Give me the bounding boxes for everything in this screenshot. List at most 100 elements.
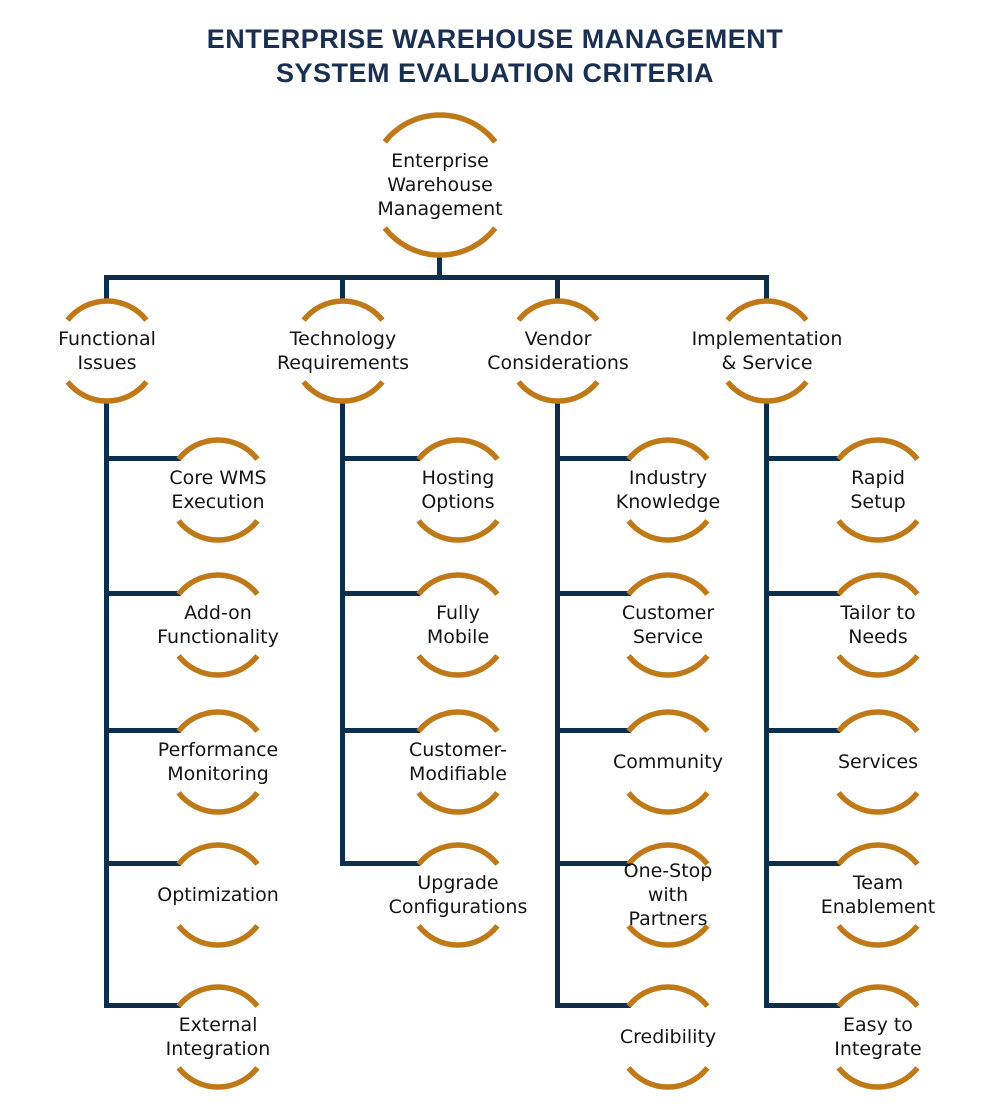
node-label: Optimization <box>157 884 279 906</box>
node-optimization: Optimization <box>157 840 279 950</box>
node-one-stop-with-partners: One-Stop with Partners <box>613 840 723 950</box>
circle-arc-icon <box>516 298 600 404</box>
circle-arc-icon <box>416 709 500 815</box>
node-implementation-service: Implementation & Service <box>692 296 842 406</box>
node-customer-modifiable: Customer- Modifiable <box>403 707 513 817</box>
connector-stub <box>104 591 181 596</box>
node-add-on-functionality: Add-on Functionality <box>157 570 279 680</box>
node-external-integration: External Integration <box>163 982 273 1092</box>
circle-arc-icon <box>176 572 260 678</box>
connector-stub <box>104 1003 181 1008</box>
node-technology-requirements: Technology Requirements <box>277 296 409 406</box>
connector-drop-vendor-considerations <box>555 278 560 303</box>
connector-stub <box>340 728 420 733</box>
connector-bus <box>104 275 769 280</box>
node-enterprise-warehouse-management: Enterprise Warehouse Management <box>365 110 515 260</box>
node-label: Hosting Options <box>421 467 495 513</box>
node-label: Enterprise Warehouse Management <box>377 150 503 220</box>
node-label: Rapid Setup <box>850 467 906 513</box>
circle-arc-icon <box>626 984 710 1090</box>
circle-arc-icon <box>725 298 809 404</box>
connector-stub <box>764 1003 840 1008</box>
circle-arc-icon <box>626 437 710 543</box>
connector-stub <box>104 861 181 866</box>
node-credibility: Credibility <box>613 982 723 1092</box>
node-core-wms-execution: Core WMS Execution <box>163 435 273 545</box>
node-label: Functional Issues <box>58 328 156 374</box>
node-performance-monitoring: Performance Monitoring <box>158 707 278 817</box>
connector-stub <box>104 728 181 733</box>
circle-arc-icon <box>626 572 710 678</box>
circle-arc-icon <box>176 437 260 543</box>
connector-stub <box>555 861 631 866</box>
connector-stub <box>764 728 840 733</box>
connector-stub <box>340 591 420 596</box>
node-label: Services <box>837 751 919 773</box>
node-easy-to-integrate: Easy to Integrate <box>823 982 933 1092</box>
circle-arc-icon <box>836 709 920 815</box>
node-label: Fully Mobile <box>426 602 490 648</box>
node-vendor-considerations: Vendor Considerations <box>487 296 629 406</box>
node-label: Upgrade Configurations <box>388 872 528 918</box>
node-upgrade-configurations: Upgrade Configurations <box>389 840 527 950</box>
circle-arc-icon <box>176 842 260 948</box>
connector-stub <box>340 456 420 461</box>
circle-arc-icon <box>836 984 920 1090</box>
connector-trunk-vendor-considerations <box>555 399 560 1008</box>
node-label: Implementation & Service <box>691 328 843 374</box>
circle-arc-icon <box>416 842 500 948</box>
node-label: Credibility <box>619 1026 717 1048</box>
node-rapid-setup: Rapid Setup <box>823 435 933 545</box>
node-label: Technology Requirements <box>276 328 410 374</box>
circle-arc-icon <box>176 709 260 815</box>
node-industry-knowledge: Industry Knowledge <box>613 435 723 545</box>
connector-stub <box>104 456 181 461</box>
connector-trunk-functional-issues <box>104 399 109 1008</box>
circle-arc-icon <box>626 709 710 815</box>
connector-trunk-technology-requirements <box>340 399 345 866</box>
connector-stub <box>764 861 840 866</box>
connector-drop-technology-requirements <box>340 278 345 303</box>
node-label: Performance Monitoring <box>157 739 279 785</box>
node-functional-issues: Functional Issues <box>52 296 162 406</box>
circle-arc-icon <box>626 842 710 948</box>
node-label: Easy to Integrate <box>834 1014 922 1060</box>
node-fully-mobile: Fully Mobile <box>403 570 513 680</box>
circle-arc-icon <box>836 437 920 543</box>
node-team-enablement: Team Enablement <box>821 840 935 950</box>
node-services: Services <box>823 707 933 817</box>
node-hosting-options: Hosting Options <box>403 435 513 545</box>
node-label: Customer Service <box>621 602 715 648</box>
connector-stub <box>555 591 631 596</box>
circle-arc-icon <box>836 842 920 948</box>
circle-arc-icon <box>176 984 260 1090</box>
node-label: Core WMS Execution <box>169 467 267 513</box>
node-community: Community <box>613 707 723 817</box>
circle-arc-icon <box>416 437 500 543</box>
node-label: Add-on Functionality <box>157 602 279 648</box>
connector-root-drop <box>437 253 442 277</box>
circle-arc-icon <box>416 572 500 678</box>
circle-arc-icon <box>382 112 498 258</box>
connector-trunk-implementation-service <box>764 399 769 1008</box>
page-title: ENTERPRISE WAREHOUSE MANAGEMENT SYSTEM E… <box>206 24 784 88</box>
node-label: Customer- Modifiable <box>409 739 507 785</box>
connector-stub <box>340 861 420 866</box>
node-label: One-Stop with Partners <box>623 860 713 930</box>
connector-stub <box>764 591 840 596</box>
node-customer-service: Customer Service <box>613 570 723 680</box>
circle-arc-icon <box>301 298 385 404</box>
node-label: External Integration <box>165 1014 271 1060</box>
connector-drop-implementation-service <box>764 278 769 303</box>
circle-arc-icon <box>836 572 920 678</box>
node-tailor-to-needs: Tailor to Needs <box>823 570 933 680</box>
connector-drop-functional-issues <box>104 278 109 303</box>
node-label: Vendor Considerations <box>487 328 629 374</box>
node-label: Community <box>613 751 723 773</box>
node-label: Tailor to Needs <box>840 602 916 648</box>
connector-stub <box>555 728 631 733</box>
connector-stub <box>555 456 631 461</box>
circle-arc-icon <box>65 298 149 404</box>
connector-stub <box>555 1003 631 1008</box>
